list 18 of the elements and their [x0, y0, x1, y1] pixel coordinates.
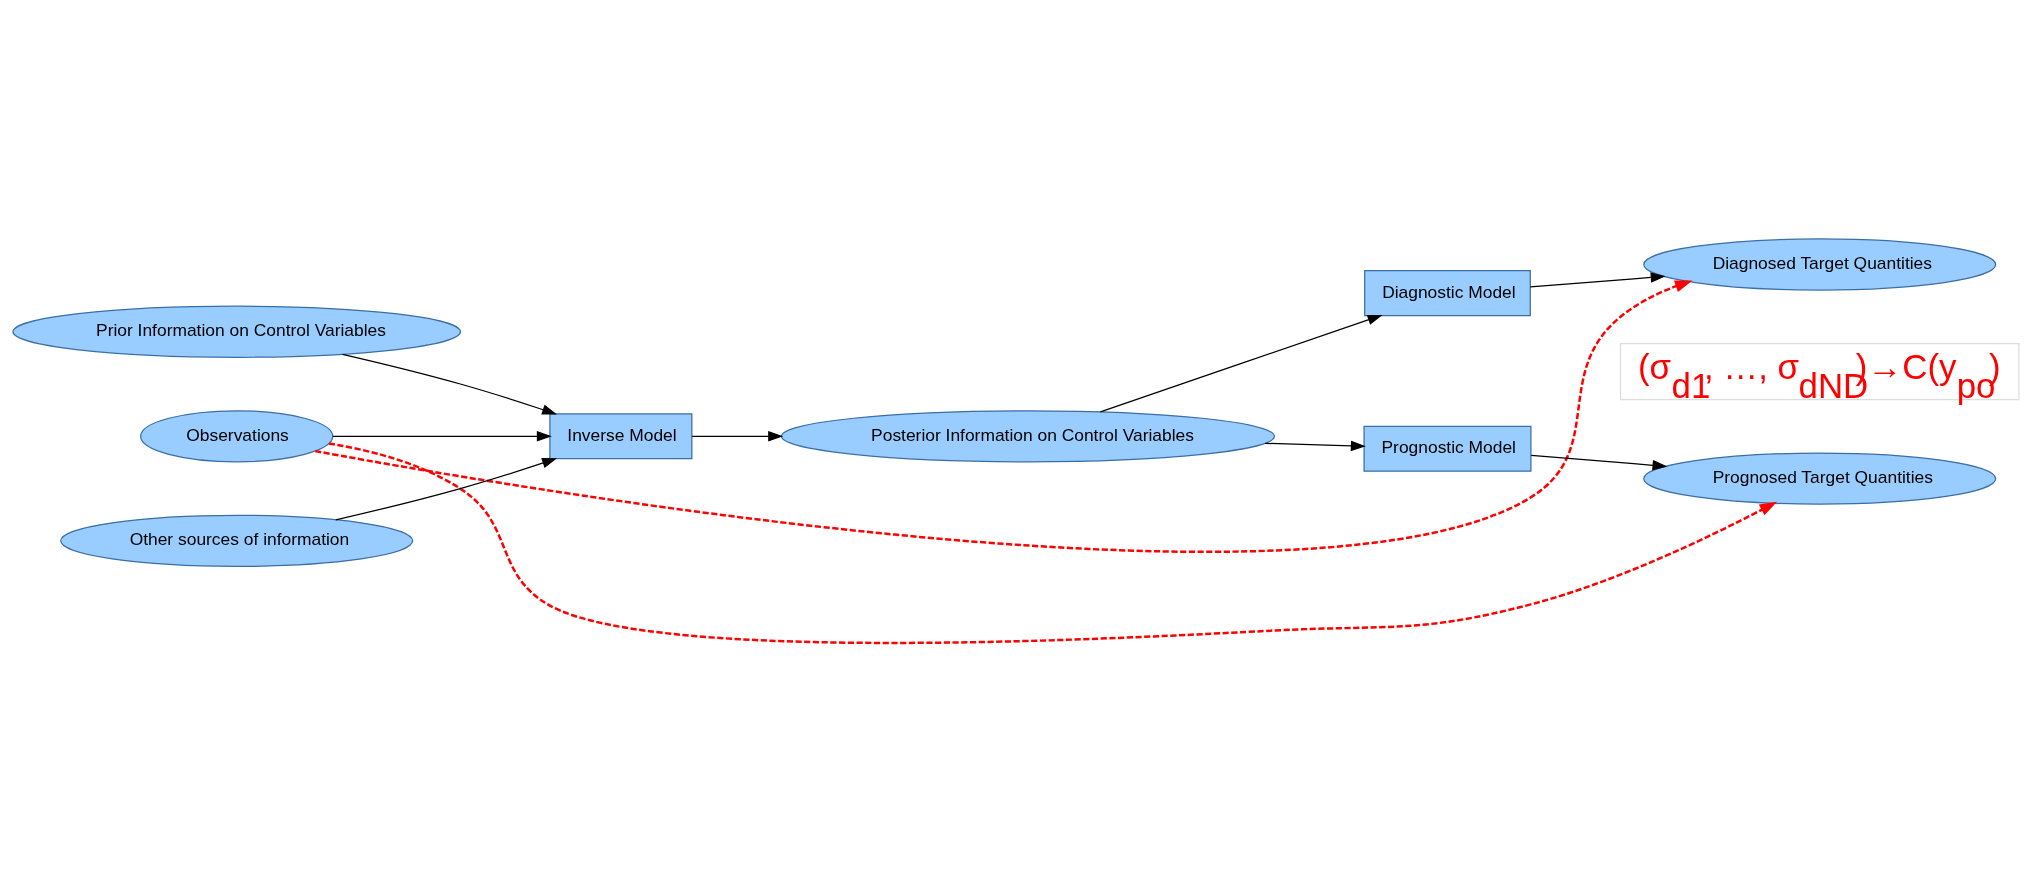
arrow — [341, 353, 558, 415]
arrow — [328, 442, 1778, 645]
node-ellipse: Prognosed Target Quantities — [1643, 452, 1997, 505]
arrow — [1264, 440, 1366, 452]
node-box: Diagnostic Model — [1364, 270, 1531, 317]
node-ellipse: Posterior Information on Control Variables — [780, 410, 1276, 463]
arrow — [1530, 454, 1668, 471]
arrow — [335, 458, 558, 521]
node-ellipse: Prior Information on Control Variables — [12, 305, 462, 358]
arrow — [691, 431, 784, 442]
node-ellipse: Observations — [140, 410, 334, 463]
node-ellipse: Other sources of information — [60, 514, 414, 568]
arrow — [332, 431, 552, 442]
arrow — [315, 280, 1693, 553]
node-box: Prognostic Model — [1363, 425, 1532, 472]
arrow — [1529, 272, 1666, 288]
arrow — [1099, 314, 1383, 413]
node-box: Inverse Model — [549, 413, 693, 460]
